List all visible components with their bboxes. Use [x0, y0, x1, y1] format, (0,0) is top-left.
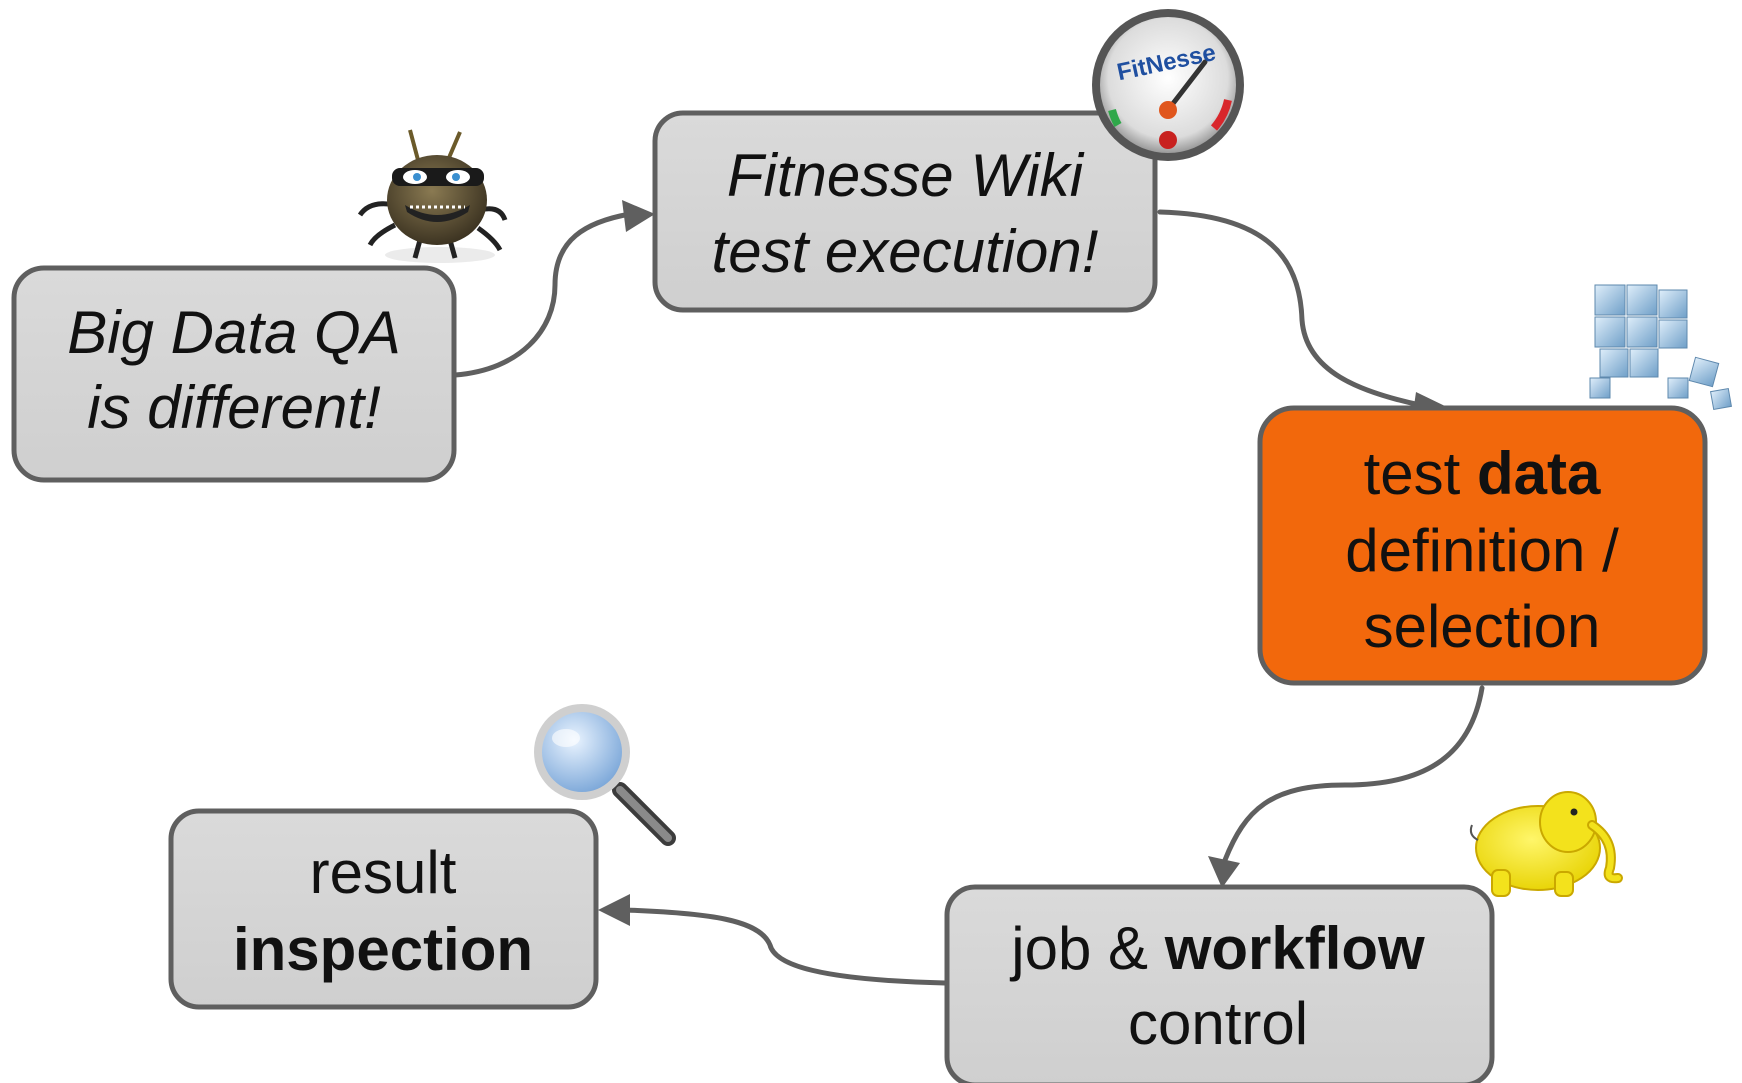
connectors — [452, 209, 1485, 986]
arrow-fitnesse-to-testdata — [1157, 209, 1423, 408]
node-box — [168, 808, 599, 1010]
arrow-job-to-result — [622, 907, 948, 986]
node-big-data-qa: Big Data QA is different! — [11, 265, 457, 483]
node-text-line2: control — [1128, 990, 1308, 1057]
node-text-line1: Big Data QA — [67, 299, 401, 366]
node-fitnesse-wiki: Fitnesse Wiki test execution! — [652, 110, 1158, 313]
node-text-line2: is different! — [87, 374, 381, 441]
node-text-line2: definition / — [1345, 517, 1619, 584]
arrowhead-to-result — [598, 894, 630, 926]
node-job-workflow: job & workflow control — [944, 884, 1495, 1083]
node-box — [944, 884, 1495, 1083]
node-text-line1: result — [310, 839, 457, 906]
node-result-inspection: result inspection — [168, 808, 599, 1010]
node-box-highlighted — [1257, 405, 1708, 686]
node-text-line3: selection — [1364, 593, 1601, 660]
node-text-line1: test data — [1364, 440, 1601, 507]
node-text-line1: Fitnesse Wiki — [727, 142, 1085, 209]
fitnesse-gauge-logo: FitNesse — [1092, 9, 1244, 161]
node-box — [11, 265, 457, 483]
arrow-testdata-to-job — [1222, 685, 1485, 863]
magnifier-icon — [534, 704, 676, 846]
bug-mascot-icon — [357, 129, 508, 263]
arrow-qa-to-fitnesse — [452, 211, 633, 378]
node-box — [652, 110, 1158, 313]
arrowhead-to-job — [1208, 856, 1240, 888]
data-cubes-icon — [1589, 284, 1733, 411]
node-text-line2: test execution! — [712, 218, 1099, 285]
arrowhead-to-fitnesse — [622, 200, 655, 232]
node-text-line2: inspection — [233, 916, 533, 983]
node-test-data: test data definition / selection — [1257, 405, 1708, 686]
node-text-line1: job & workflow — [1009, 915, 1425, 982]
hadoop-elephant-icon — [1469, 791, 1623, 897]
